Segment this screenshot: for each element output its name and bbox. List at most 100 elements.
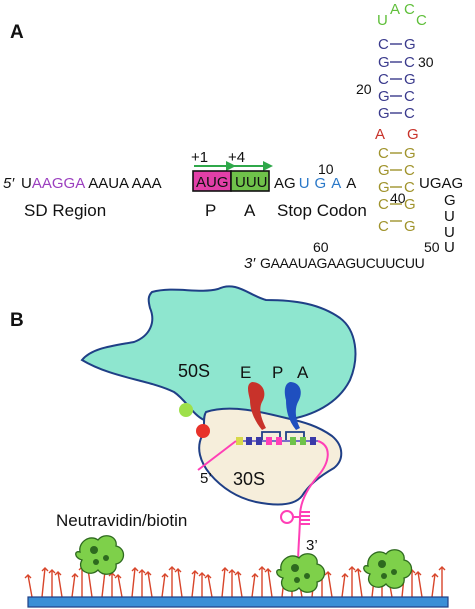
trna-p-site <box>248 382 266 430</box>
neutravidin-left <box>75 535 125 575</box>
peg-stalk <box>27 574 33 598</box>
stem-mismatch-left: A <box>375 126 385 143</box>
neutravidin-middle <box>276 553 326 593</box>
stem-mismatch-right: G <box>407 126 419 143</box>
stem-base: G <box>378 54 390 71</box>
peg-stalk-tip <box>234 571 242 576</box>
codon-arrows <box>194 161 273 171</box>
peg-stalk-tip <box>258 566 266 571</box>
position-plus-1: +1 <box>191 149 208 166</box>
stem-base: C <box>404 105 415 122</box>
codon-anticodon-brackets <box>261 431 305 440</box>
peg-stalk <box>357 568 363 598</box>
peg-stalk <box>147 571 153 598</box>
peg-stalk-tip <box>24 574 32 579</box>
peg-stalk <box>57 571 63 598</box>
peg-stalk-tip <box>71 573 79 578</box>
peg-stalk <box>117 574 123 598</box>
three-prime-b-label: 3’ <box>306 537 318 554</box>
peg-stalk-tip <box>348 566 356 571</box>
stem-base: C <box>404 54 415 71</box>
stem-base: G <box>404 196 416 213</box>
peg-stalk <box>207 574 213 598</box>
hairpin-loop: U A C C <box>377 1 427 29</box>
peg-stalk-tip <box>174 568 182 573</box>
sd-region-label: SD Region <box>24 201 106 220</box>
peg-stalk <box>221 567 226 598</box>
peg-stalk-tip <box>324 571 332 576</box>
a-site-codon-box <box>230 170 270 192</box>
loop-base: G <box>444 192 456 209</box>
peg-stalk <box>251 573 256 598</box>
a-site-b-label: A <box>297 363 309 382</box>
p-site-b-label: P <box>272 363 283 382</box>
stem-base: G <box>404 145 416 162</box>
loop-base: C <box>416 12 427 29</box>
peg-stalk-tip <box>48 569 56 574</box>
small-subunit-30s <box>198 407 343 506</box>
red-dye-dot <box>196 424 210 438</box>
peg-stalk <box>431 573 436 598</box>
stem-base: G <box>404 218 416 235</box>
peg-stalk <box>267 568 273 598</box>
mrna-track <box>197 437 329 567</box>
three-prime-end: 3′ <box>244 255 256 272</box>
stem-lower: C G G C G C C G C G <box>378 145 416 235</box>
peg-stalk-tip <box>251 573 259 578</box>
loop-base: U <box>444 224 455 241</box>
peg-stalk-tip <box>204 574 212 579</box>
a-codon-text: UUU <box>235 174 268 191</box>
stem-upper-bonds <box>390 43 402 114</box>
peg-stalk-tip <box>228 569 236 574</box>
stem-base: G <box>404 36 416 53</box>
stem-base: G <box>378 88 390 105</box>
stem-base: C <box>378 71 389 88</box>
trna-a-site <box>284 382 301 430</box>
panel-a-label: A <box>10 22 24 43</box>
large-subunit-label: 50S <box>178 361 210 381</box>
peg-stalk <box>341 573 346 598</box>
peg-stalk-tip <box>54 571 62 576</box>
loop-base: U <box>444 239 455 256</box>
glass-surface <box>27 596 449 608</box>
peg-stalk-tip <box>114 574 122 579</box>
peg-stalk <box>161 573 166 598</box>
peg-stalk <box>417 571 423 598</box>
peg-stalk-tip <box>161 573 169 578</box>
position-20: 20 <box>356 81 372 97</box>
peg-stalk <box>191 570 196 598</box>
peg-stalk-tip <box>341 573 349 578</box>
peg-stalk-tip <box>198 572 206 577</box>
stem-base: C <box>404 179 415 196</box>
peg-stalk-tip <box>431 573 439 578</box>
small-subunit-label: 30S <box>233 469 265 489</box>
stem-base: C <box>378 36 389 53</box>
peg-stalk-tip <box>414 571 422 576</box>
peg-stalk <box>177 568 183 598</box>
p-site-label: P <box>205 201 216 220</box>
stem-base: C <box>378 145 389 162</box>
peg-stalk <box>327 571 333 598</box>
position-60: 60 <box>313 239 329 255</box>
green-dye-dot <box>179 403 193 417</box>
peg-stalk-tip <box>144 571 152 576</box>
sd-sequence: AAGGA <box>32 175 85 192</box>
e-site-label: E <box>240 363 251 382</box>
a-site-label: A <box>244 201 256 220</box>
peg-stalk <box>237 571 243 598</box>
stem-base: G <box>378 162 390 179</box>
p-codon-text: AUG <box>196 174 229 191</box>
position-plus-4: +4 <box>228 149 245 166</box>
stem-base: C <box>404 162 415 179</box>
position-40: 40 <box>390 190 406 206</box>
peg-stalk <box>71 573 76 598</box>
peg-stalk-tip <box>138 569 146 574</box>
surface-label: Neutravidin/biotin <box>56 511 187 530</box>
stop-codon-label: Stop Codon <box>277 201 367 220</box>
stem-lower-bonds <box>390 152 402 222</box>
loop-base: U <box>377 12 388 29</box>
stem-base: C <box>378 218 389 235</box>
